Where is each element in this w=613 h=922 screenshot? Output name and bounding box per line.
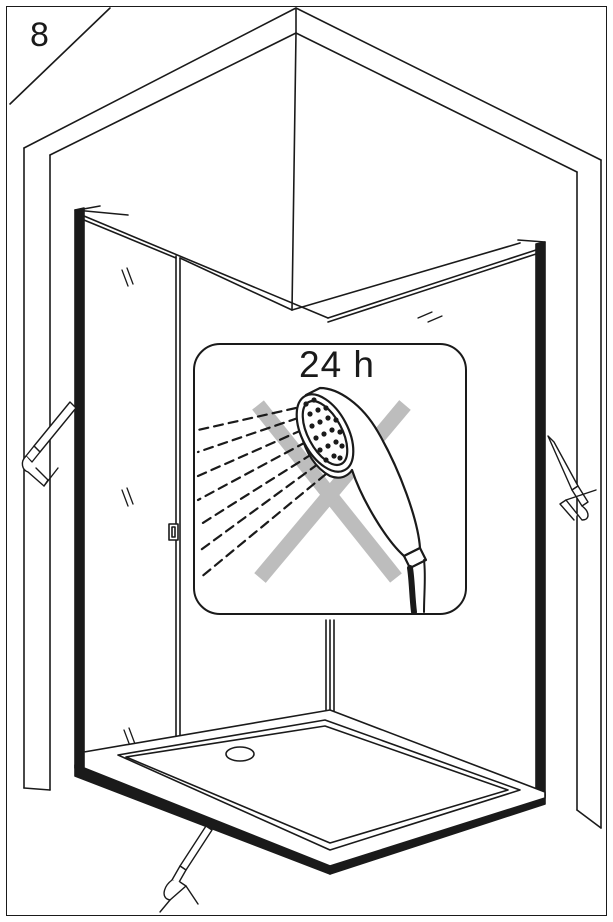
page-frame: [6, 6, 607, 916]
caulk-gun-right: [547, 435, 597, 521]
wall-structure: [23, 7, 602, 829]
shower-head-icon: [295, 386, 428, 615]
warning-panel: [193, 343, 467, 615]
shower-tray: [83, 709, 546, 867]
step-number: 8: [30, 16, 49, 54]
water-spray: [196, 406, 328, 580]
cross-mark-icon: [252, 400, 411, 583]
duration-label: 24 h: [299, 344, 376, 385]
caulk-gun-bottom: [159, 825, 213, 913]
caulk-gun-left: [21, 401, 77, 487]
step-corner-divider: [9, 7, 111, 105]
